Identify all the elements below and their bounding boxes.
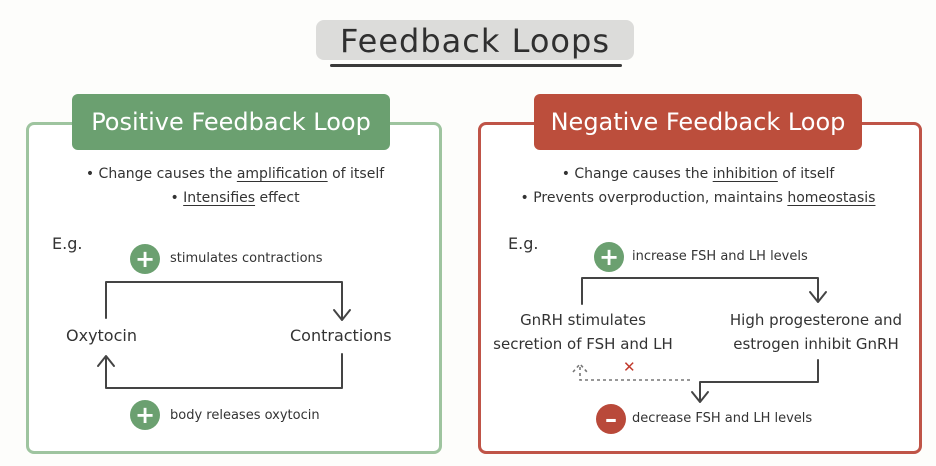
negative-left-node-line1: GnRH stimulates xyxy=(520,311,646,329)
page-title: Feedback Loops xyxy=(340,22,610,60)
bullet-text: • xyxy=(170,190,184,206)
negative-bottom-label: decrease FSH and LH levels xyxy=(632,411,813,426)
title-underline xyxy=(330,64,622,67)
positive-bottom-label: body releases oxytocin xyxy=(170,408,320,423)
negative-bullet-1: • Change causes the inhibition of itself xyxy=(500,166,896,182)
bullet-text: of itself xyxy=(777,166,835,182)
positive-top-label: stimulates contractions xyxy=(170,251,323,266)
bullet-text: • Change causes the xyxy=(85,166,237,182)
negative-top-arrow xyxy=(581,277,819,305)
positive-top-arrowhead xyxy=(333,309,351,321)
positive-bottom-arrowhead xyxy=(97,355,115,367)
bullet-text: • Prevents overproduction, maintains xyxy=(520,190,788,206)
title-highlight xyxy=(316,20,634,60)
bullet-text: • Change causes the xyxy=(561,166,713,182)
positive-eg-label: E.g. xyxy=(52,234,83,253)
plus-icon: + xyxy=(594,242,624,272)
positive-bullet-1: • Change causes the amplification of its… xyxy=(70,166,400,182)
negative-top-label: increase FSH and LH levels xyxy=(632,249,808,264)
negative-bottom-arrowhead xyxy=(691,391,709,403)
title-block: Feedback Loops xyxy=(316,14,634,67)
plus-icon: + xyxy=(130,244,160,274)
negative-right-node-line1: High progesterone and xyxy=(729,311,903,329)
positive-top-arrow xyxy=(105,281,343,319)
positive-left-node: Oxytocin xyxy=(66,326,137,345)
negative-eg-label: E.g. xyxy=(508,234,539,253)
plus-icon: + xyxy=(130,400,160,430)
bullet-underlined: amplification xyxy=(236,166,328,182)
negative-top-arrowhead xyxy=(809,291,827,303)
negative-bullet-2: • Prevents overproduction, maintains hom… xyxy=(500,190,896,206)
minus-icon: – xyxy=(596,404,626,434)
positive-bullet-2: • Intensifies effect xyxy=(70,190,400,206)
negative-blocked-path xyxy=(579,366,690,381)
bullet-underlined: homeostasis xyxy=(787,190,876,206)
bullet-text: effect xyxy=(255,190,300,206)
negative-left-node: GnRH stimulates secretion of FSH and LH xyxy=(486,308,680,356)
negative-left-node-line2: secretion of FSH and LH xyxy=(493,335,673,353)
positive-bottom-arrow xyxy=(105,353,343,389)
bullet-underlined: inhibition xyxy=(712,166,778,182)
negative-right-node: High progesterone and estrogen inhibit G… xyxy=(724,308,908,356)
bullet-text: of itself xyxy=(327,166,385,182)
positive-right-node: Contractions xyxy=(290,326,392,345)
bullet-underlined: Intensifies xyxy=(183,190,256,206)
positive-header: Positive Feedback Loop xyxy=(72,94,390,150)
positive-panel xyxy=(26,122,442,454)
negative-right-node-line2: estrogen inhibit GnRH xyxy=(733,335,899,353)
negative-right-down-arrow xyxy=(699,359,819,401)
negative-header: Negative Feedback Loop xyxy=(534,94,862,150)
blocked-x-icon: ✕ xyxy=(623,358,636,376)
